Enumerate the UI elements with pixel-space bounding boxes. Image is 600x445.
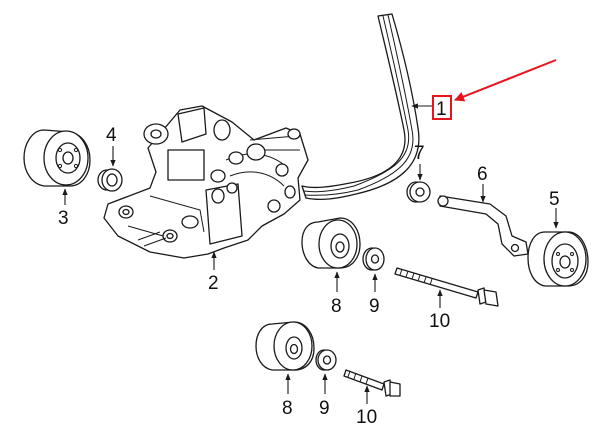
callout-7[interactable]: 7 <box>414 143 425 164</box>
engine-bracket <box>103 105 309 259</box>
callout-labels: 1 2 3 4 5 6 7 8 9 10 8 9 10 <box>58 99 560 428</box>
bolt-upper <box>394 267 499 307</box>
highlight-box <box>432 95 452 120</box>
callout-2[interactable]: 2 <box>208 273 219 294</box>
callout-5[interactable]: 5 <box>549 189 560 210</box>
callout-8-lower[interactable]: 8 <box>282 398 293 419</box>
callout-10-upper[interactable]: 10 <box>429 311 450 332</box>
washer-lower <box>315 349 337 371</box>
leader-lines <box>62 103 559 404</box>
callout-4[interactable]: 4 <box>106 125 117 146</box>
idler-pulley-left <box>23 129 91 187</box>
bushing <box>97 168 123 192</box>
washer-upper <box>362 247 385 271</box>
highlight-arrow <box>454 59 557 102</box>
bolt-lower <box>343 369 401 397</box>
callout-8-upper[interactable]: 8 <box>331 296 342 317</box>
callout-10-lower[interactable]: 10 <box>356 407 377 428</box>
callout-9-lower[interactable]: 9 <box>319 398 330 419</box>
callout-3[interactable]: 3 <box>58 208 69 229</box>
tensioner-arm <box>437 195 529 257</box>
washer-7 <box>406 181 431 203</box>
pulley-upper <box>301 217 361 269</box>
callout-1[interactable]: 1 <box>436 99 447 120</box>
callout-9-upper[interactable]: 9 <box>369 296 380 317</box>
serpentine-belt <box>301 13 420 201</box>
pulley-lower <box>255 321 315 371</box>
callout-6[interactable]: 6 <box>477 164 488 185</box>
idler-pulley-right <box>527 231 589 287</box>
